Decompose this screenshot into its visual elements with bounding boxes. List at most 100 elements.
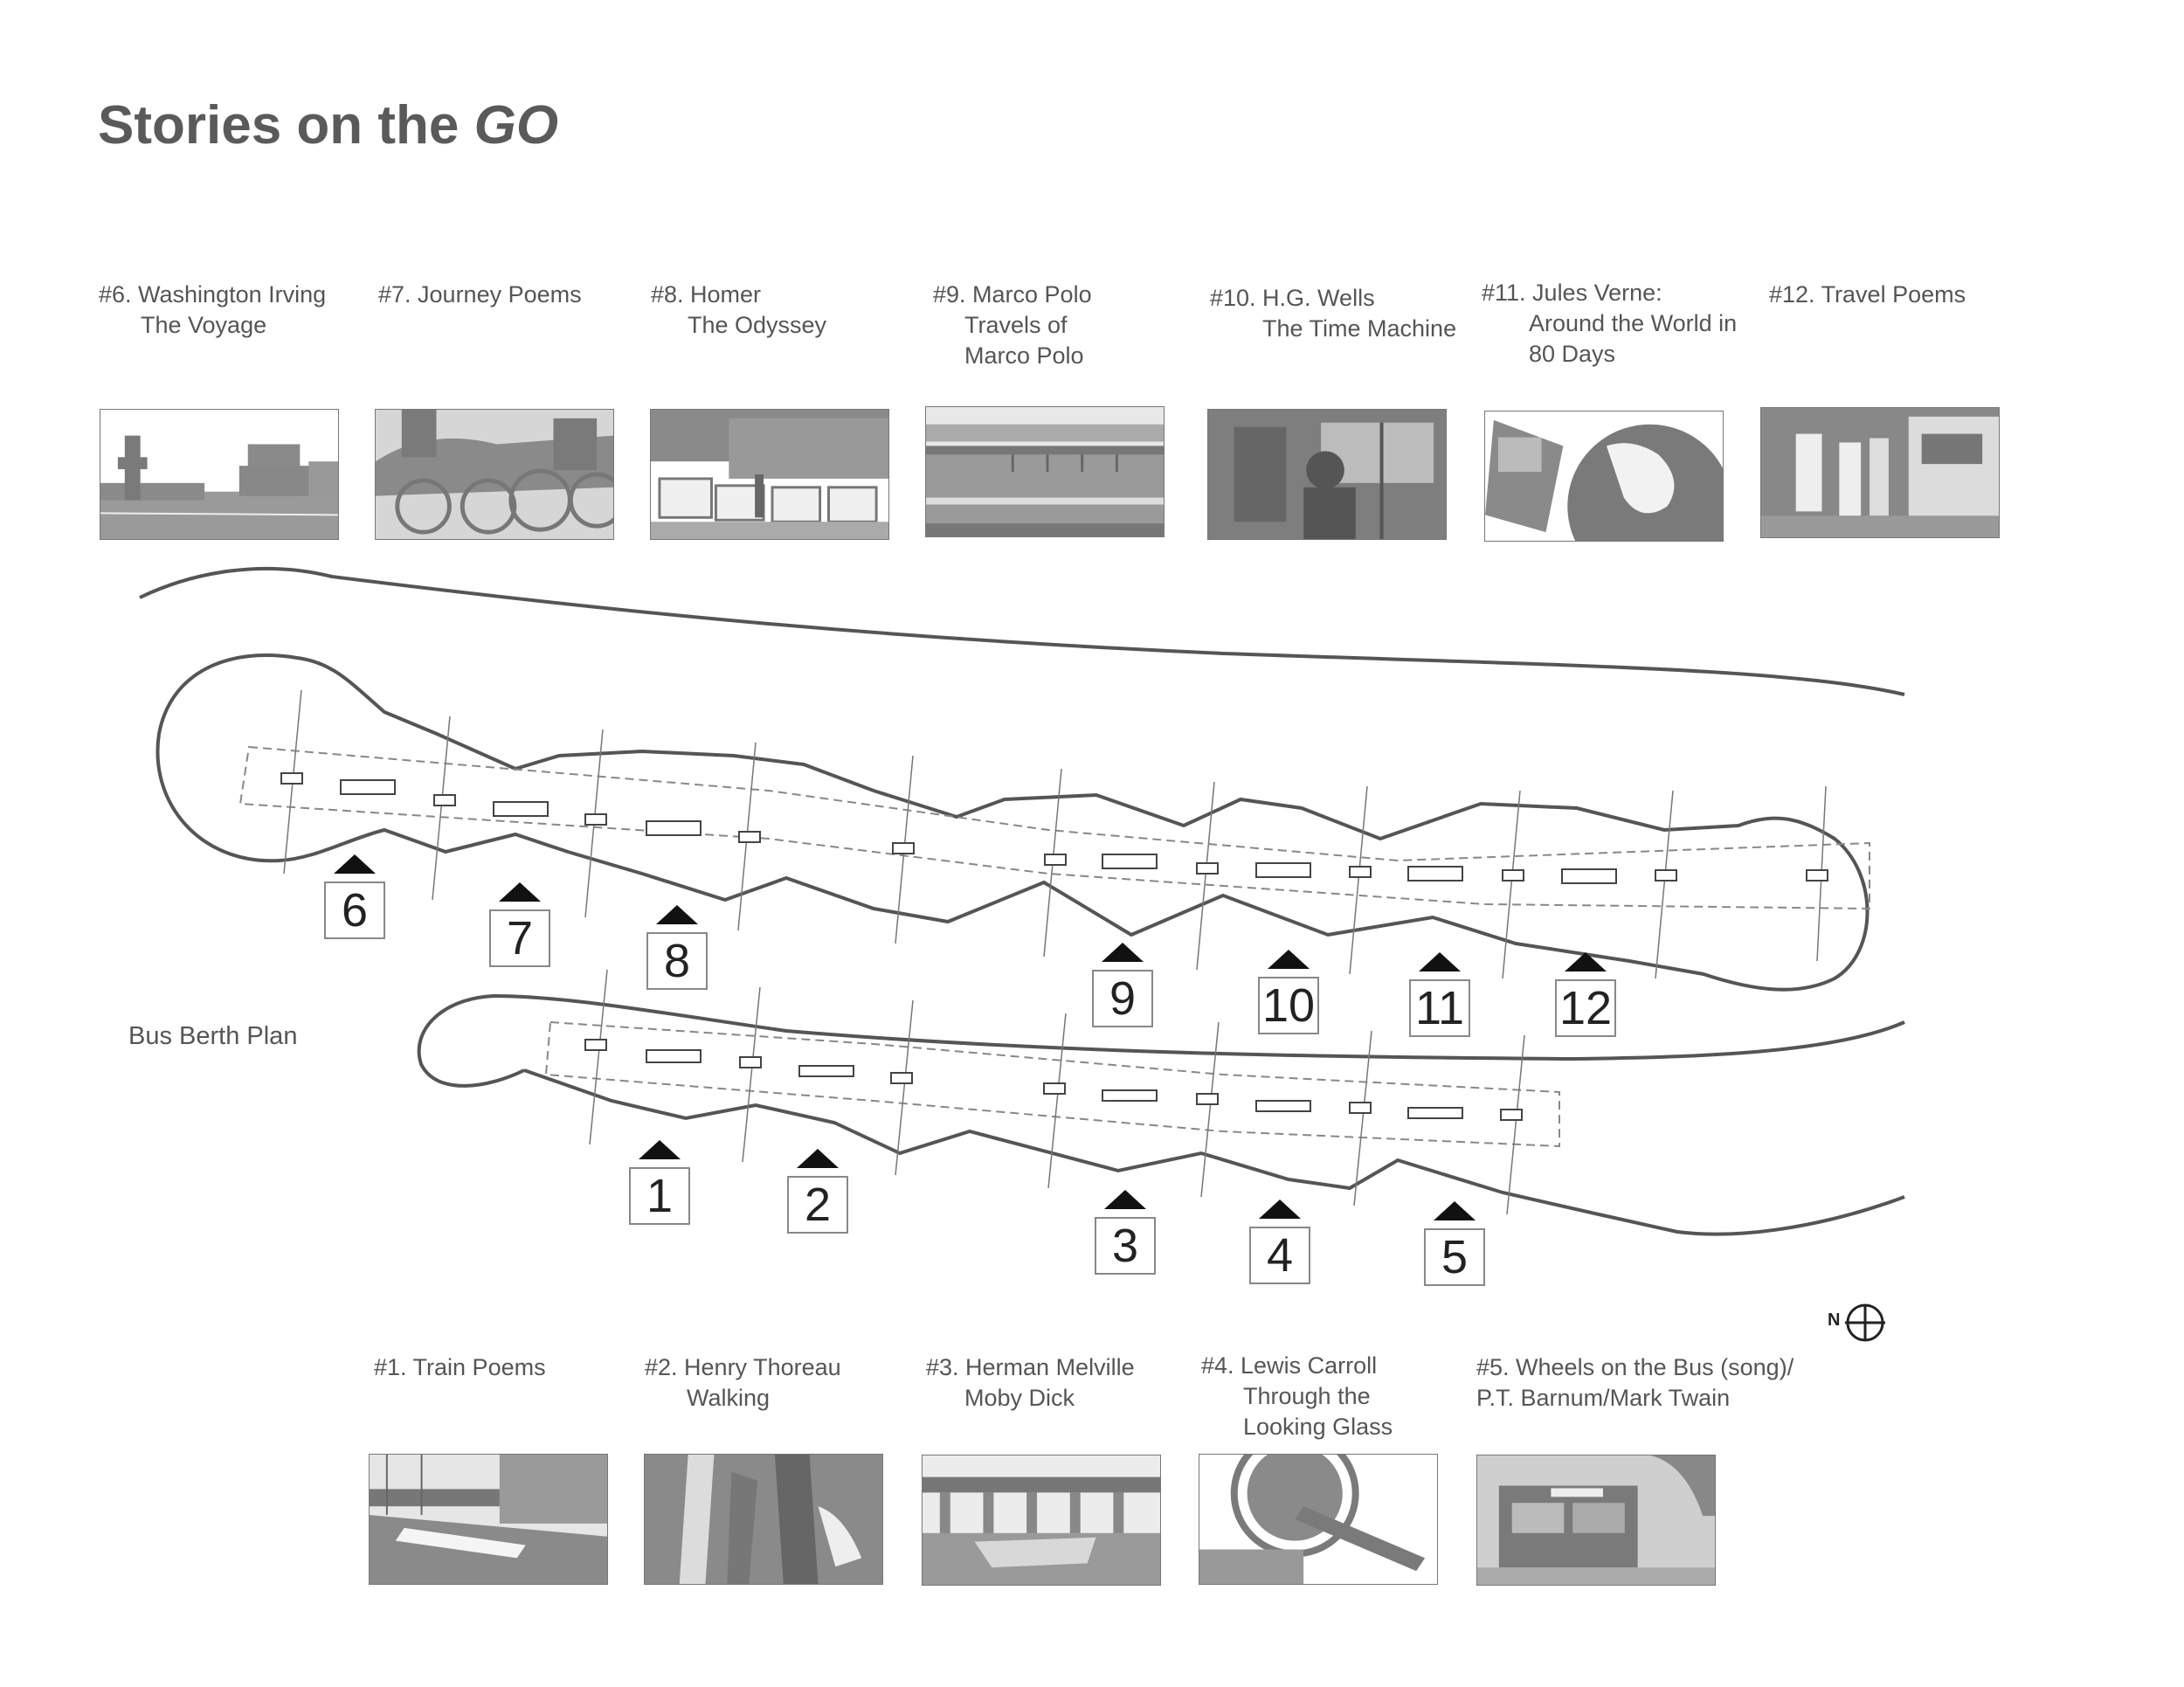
lower-berth-fixtures bbox=[584, 1039, 1523, 1121]
caption-line: Travels of bbox=[964, 312, 1068, 338]
caption-line: Moby Dick bbox=[964, 1385, 1075, 1411]
page-title: Stories on the GO bbox=[98, 94, 558, 156]
caption-stop-8: #8. Homer The Odyssey bbox=[651, 280, 826, 341]
caption-stop-3: #3. Herman Melville Moby Dick bbox=[926, 1352, 1135, 1414]
caption-line: #6. Washington Irving bbox=[99, 281, 327, 308]
stop-7-box bbox=[489, 909, 550, 967]
upper-lane-dashed bbox=[238, 745, 1870, 910]
caption-stop-12: #12. Travel Poems bbox=[1769, 280, 1966, 310]
bus-berth-plan-label: Bus Berth Plan bbox=[128, 1022, 298, 1050]
caption-line: #3. Herman Melville bbox=[926, 1354, 1135, 1380]
stop-3-number: 3 bbox=[1112, 1220, 1138, 1272]
stop-11-box bbox=[1409, 979, 1470, 1037]
globe-bus-photo bbox=[1484, 411, 1724, 542]
stop-2-box bbox=[787, 1176, 848, 1234]
caption-line: #9. Marco Polo bbox=[933, 281, 1092, 308]
stop-6-number: 6 bbox=[342, 884, 368, 937]
caption-line: #2. Henry Thoreau bbox=[645, 1354, 841, 1380]
north-arrow-icon bbox=[1845, 1303, 1885, 1342]
stop-10-number: 10 bbox=[1262, 979, 1315, 1032]
stop-1-triangle-icon bbox=[639, 1140, 681, 1159]
stop-9-number: 9 bbox=[1109, 972, 1136, 1025]
stop-1-number: 1 bbox=[646, 1170, 673, 1222]
north-label: N bbox=[1828, 1310, 1841, 1330]
stop-7-triangle-icon bbox=[499, 882, 541, 902]
bus-photo bbox=[1476, 1455, 1716, 1586]
bus-interior-photo bbox=[1207, 409, 1447, 540]
stop-9-triangle-icon bbox=[1102, 943, 1144, 962]
caption-line: #1. Train Poems bbox=[374, 1354, 546, 1380]
stop-11-number: 11 bbox=[1415, 982, 1464, 1034]
stop-6-triangle-icon bbox=[334, 854, 376, 874]
stop-10-box bbox=[1258, 977, 1319, 1034]
lower-island-outline bbox=[523, 1068, 1905, 1236]
train-photo bbox=[369, 1454, 608, 1585]
stop-8-box bbox=[646, 932, 708, 990]
caption-line: P.T. Barnum/Mark Twain bbox=[1476, 1385, 1731, 1411]
outer-curb-top bbox=[139, 566, 1905, 696]
mirror-photo bbox=[1199, 1454, 1438, 1585]
caption-line: Looking Glass bbox=[1243, 1414, 1393, 1440]
caption-line: The Time Machine bbox=[1262, 315, 1457, 342]
bridge-photo bbox=[925, 406, 1165, 537]
stop-5-triangle-icon bbox=[1434, 1201, 1476, 1220]
caption-stop-9: #9. Marco Polo Travels of Marco Polo bbox=[933, 280, 1092, 371]
caption-stop-5: #5. Wheels on the Bus (song)/ P.T. Barnu… bbox=[1476, 1352, 1794, 1414]
caption-line: #5. Wheels on the Bus (song)/ bbox=[1476, 1354, 1794, 1380]
caption-line: Through the bbox=[1243, 1383, 1371, 1409]
caption-line: 80 Days bbox=[1529, 341, 1616, 367]
caption-line: The Voyage bbox=[141, 312, 267, 338]
bridge-boat-photo bbox=[922, 1455, 1161, 1586]
caption-line: #11. Jules Verne: bbox=[1482, 280, 1662, 306]
upper-berth-fixtures bbox=[280, 772, 1828, 884]
stop-12-triangle-icon bbox=[1565, 952, 1607, 971]
stop-10-triangle-icon bbox=[1268, 950, 1310, 969]
stop-2-number: 2 bbox=[805, 1179, 831, 1231]
stop-5-number: 5 bbox=[1441, 1231, 1468, 1283]
title-text: Stories on the bbox=[98, 95, 474, 156]
stop-4-triangle-icon bbox=[1259, 1200, 1301, 1219]
lower-island-nose bbox=[417, 993, 1905, 1088]
stop-6-box bbox=[324, 882, 385, 939]
taxis-photo bbox=[650, 409, 889, 540]
stop-12-box bbox=[1555, 979, 1616, 1037]
caption-stop-7: #7. Journey Poems bbox=[378, 280, 582, 310]
stop-4-number: 4 bbox=[1267, 1229, 1293, 1282]
stop-3-triangle-icon bbox=[1104, 1190, 1146, 1209]
caption-stop-11: #11. Jules Verne: Around the World in 80… bbox=[1482, 278, 1737, 370]
caption-stop-6: #6. Washington Irving The Voyage bbox=[99, 280, 326, 341]
caption-stop-10: #10. H.G. Wells The Time Machine bbox=[1210, 283, 1456, 344]
subway-platform-photo bbox=[1760, 407, 2000, 538]
lower-lane-dashed bbox=[544, 1020, 1560, 1148]
caption-line: #8. Homer bbox=[651, 281, 762, 308]
stop-7-number: 7 bbox=[507, 912, 533, 964]
stop-4-box bbox=[1249, 1227, 1310, 1284]
stop-3-box bbox=[1095, 1217, 1156, 1275]
stop-8-triangle-icon bbox=[656, 905, 698, 924]
pedestrians-photo bbox=[644, 1454, 883, 1585]
title-italic-text: GO bbox=[473, 95, 559, 156]
stop-5-box bbox=[1424, 1228, 1485, 1286]
caption-stop-2: #2. Henry Thoreau Walking bbox=[645, 1352, 841, 1414]
stop-9-box bbox=[1092, 970, 1153, 1027]
stop-11-triangle-icon bbox=[1419, 952, 1461, 971]
caption-stop-4: #4. Lewis Carroll Through the Looking Gl… bbox=[1201, 1351, 1393, 1442]
caption-line: Around the World in bbox=[1529, 310, 1738, 336]
caption-stop-1: #1. Train Poems bbox=[374, 1352, 546, 1383]
caption-line: #12. Travel Poems bbox=[1769, 281, 1966, 308]
stop-8-number: 8 bbox=[664, 935, 690, 987]
caption-line: #10. H.G. Wells bbox=[1210, 285, 1375, 311]
upper-platform-outline bbox=[156, 653, 1870, 992]
stop-1-box bbox=[629, 1167, 690, 1225]
stop-12-number: 12 bbox=[1559, 982, 1612, 1034]
caption-line: #4. Lewis Carroll bbox=[1201, 1352, 1378, 1379]
caption-line: Marco Polo bbox=[964, 342, 1084, 369]
stop-2-triangle-icon bbox=[797, 1149, 839, 1168]
ferry-photo bbox=[100, 409, 339, 540]
caption-line: #7. Journey Poems bbox=[378, 281, 582, 308]
caption-line: Walking bbox=[687, 1385, 771, 1411]
cyclists-photo bbox=[375, 409, 614, 540]
caption-line: The Odyssey bbox=[688, 312, 827, 338]
